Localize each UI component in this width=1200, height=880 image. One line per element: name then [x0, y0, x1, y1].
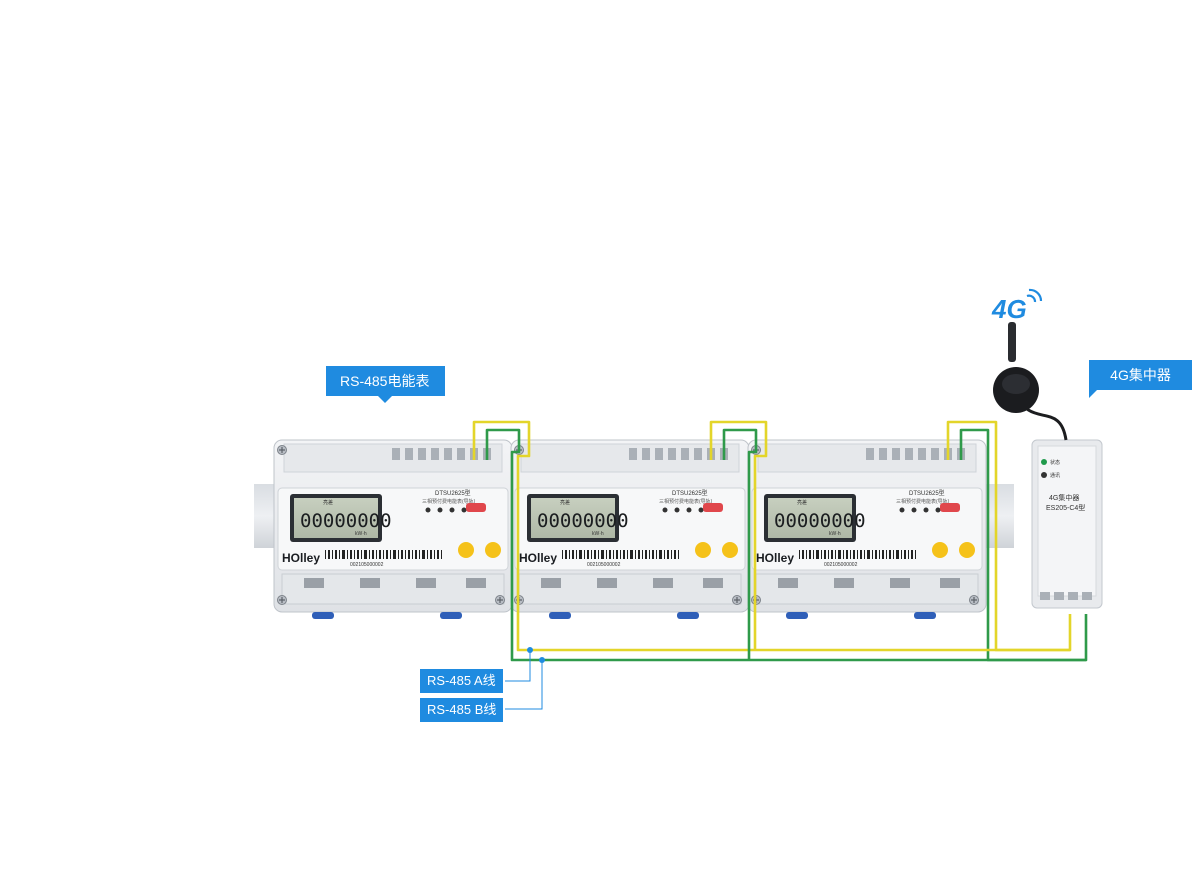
- meter-3-barcode: [799, 550, 916, 559]
- meter-1: 00000000 亮差 kW·h DTSU2625型 三相预付费电能表(导轨) …: [273, 439, 513, 619]
- meter-1-model: DTSU2625型: [435, 489, 471, 497]
- meter-1-serial: 002105000002: [350, 562, 384, 568]
- concentrator-title: 4G集中器: [1049, 493, 1079, 502]
- concentrator-led-comm-label: 通讯: [1050, 472, 1060, 479]
- meter-3-unit: kW·h: [829, 531, 841, 537]
- rs485-wires: [472, 420, 1088, 662]
- meter-3-red-led: [940, 503, 960, 512]
- meter-2-serial: 002105000002: [587, 562, 621, 568]
- meter-3-serial: 002105000002: [824, 562, 858, 568]
- meter-2-unit: kW·h: [592, 531, 604, 537]
- meter-3-lcd-label: 亮差: [797, 499, 807, 506]
- meter-1-button-left: [458, 542, 474, 558]
- meter-3: 00000000 亮差 kW·h DTSU2625型 三相预付费电能表(导轨) …: [747, 439, 987, 619]
- meter-3-subtitle: 三相预付费电能表(导轨): [896, 498, 950, 505]
- meter-2-display: 00000000: [537, 510, 629, 532]
- meter-3-brand: HOlley: [756, 551, 794, 565]
- meter-1-subtitle: 三相预付费电能表(导轨): [422, 498, 476, 505]
- concentrator-tag: 4G集中器: [1089, 360, 1192, 398]
- meter-2-model: DTSU2625型: [672, 489, 708, 497]
- meter-1-unit: kW·h: [355, 531, 367, 537]
- meter-2-lcd-label: 亮差: [560, 499, 570, 506]
- rs485-a-line-tag: RS-485 A线: [420, 669, 503, 693]
- meter-1-button-right: [485, 542, 501, 558]
- rs485-meter-tag: RS-485电能表: [326, 366, 445, 403]
- meter-3-button-left: [932, 542, 948, 558]
- concentrator-led-comm: [1041, 472, 1047, 478]
- meter-3-button-right: [959, 542, 975, 558]
- signal-4g-text: 4G: [991, 294, 1027, 324]
- concentrator-led-status-label: 状态: [1050, 459, 1060, 466]
- meter-2-button-left: [695, 542, 711, 558]
- callout-leaders: [505, 647, 545, 710]
- concentrator-led-status: [1041, 459, 1047, 465]
- meter-1-brand: HOlley: [282, 551, 320, 565]
- concentrator-model: ES205-C4型: [1046, 503, 1085, 512]
- meter-3-model: DTSU2625型: [909, 489, 945, 497]
- meter-2-brand: HOlley: [519, 551, 557, 565]
- meter-2-button-right: [722, 542, 738, 558]
- meter-1-barcode: [325, 550, 442, 559]
- meter-2: 00000000 亮差 kW·h DTSU2625型 三相预付费电能表(导轨) …: [510, 439, 750, 619]
- meter-2-subtitle: 三相预付费电能表(导轨): [659, 498, 713, 505]
- meter-1-red-led: [466, 503, 486, 512]
- concentrator-4g: 状态 通讯 4G集中器 ES205-C4型: [1031, 439, 1103, 609]
- rs485-b-line-tag: RS-485 B线: [420, 698, 504, 722]
- meter-1-lcd-label: 亮差: [323, 499, 333, 506]
- meter-1-display: 00000000: [300, 510, 392, 532]
- meter-2-barcode: [562, 550, 679, 559]
- meter-2-red-led: [703, 503, 723, 512]
- meter-3-display: 00000000: [774, 510, 866, 532]
- antenna-icon: [993, 322, 1068, 441]
- signal-4g-icon: 4G: [991, 288, 1043, 324]
